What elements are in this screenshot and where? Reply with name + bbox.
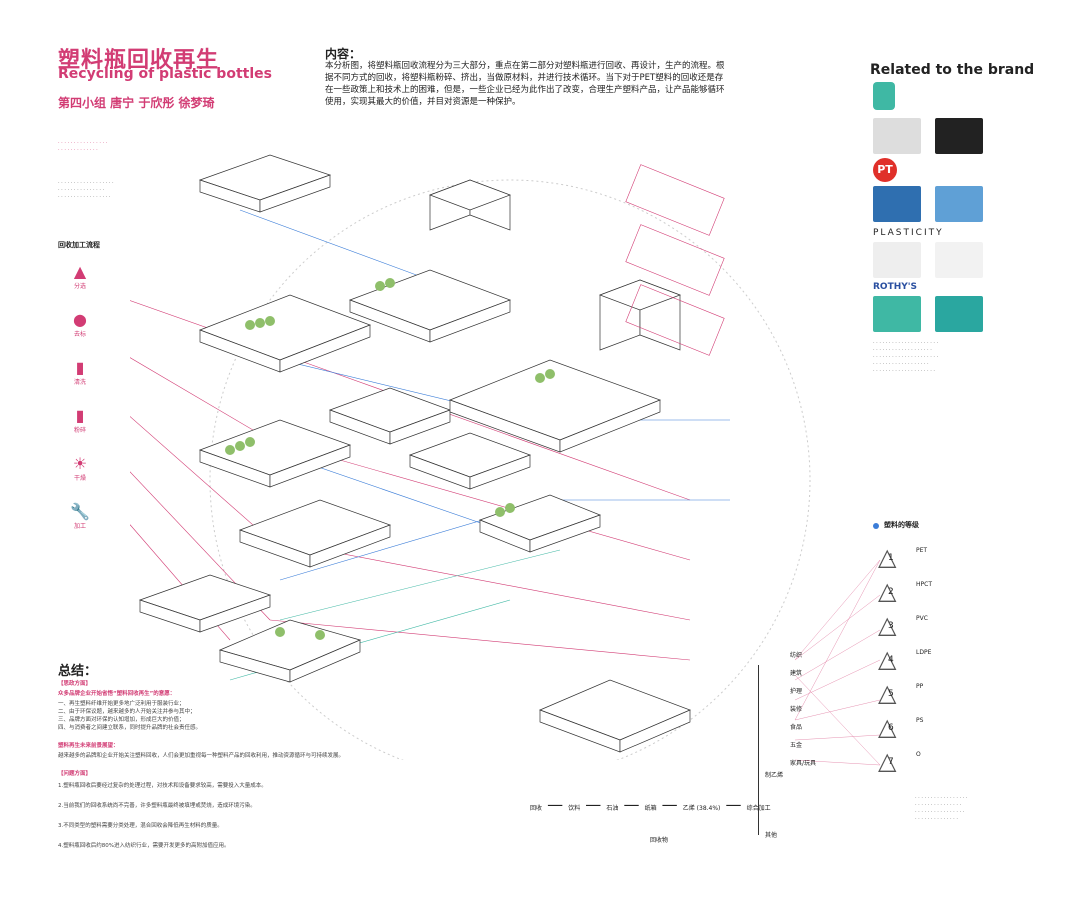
- step-crush: ▮粉碎: [60, 406, 100, 454]
- summary-list1: 一、再生塑料纤维开始更多地广泛利用于服装行业； 二、由于环保议题，越来越多的人开…: [58, 701, 202, 731]
- flow-ethylene: 制乙烯: [765, 772, 784, 779]
- summary-p2: 越来越多的品牌和企业开始关注塑料回收，人们会更加重视每一种塑料产品的回收利用，推…: [58, 753, 345, 759]
- blocks: [138, 154, 691, 753]
- content-body: 本分析图，将塑料瓶回收流程分为三大部分，重点在第二部分对塑料瓶进行回收、再设计，…: [325, 61, 725, 107]
- brand-image: [935, 296, 983, 332]
- bottle-icon: ▮: [75, 406, 85, 425]
- recycle-triangle-icon: △: [878, 645, 897, 673]
- recycle-triangle-icon: △: [878, 543, 897, 571]
- brand-image: [935, 118, 983, 154]
- process-steps: ▲分选 ●去标 ▮清洗 ▮粉碎 ☀干燥 🔧加工: [60, 262, 100, 550]
- flow-other: 其他: [765, 832, 778, 839]
- buildings: [429, 179, 681, 351]
- summary-p1: 众多品牌企业开始省悟“塑料回收再生”的意愿：: [58, 691, 176, 697]
- recycle-triangle-icon: △: [878, 747, 897, 775]
- flow-category: 五金: [790, 742, 803, 749]
- brand-image: [873, 118, 921, 154]
- summary-sub3: 【问题方面】: [58, 771, 92, 777]
- summary-sub2: 塑料再生未来前景展望：: [58, 743, 119, 749]
- flow-category: 家具/玩具: [790, 760, 817, 767]
- step-process: 🔧加工: [60, 502, 100, 550]
- step-wash: ▮清洗: [60, 358, 100, 406]
- flow-category: 纺织: [790, 652, 803, 659]
- wrench-icon: 🔧: [70, 502, 90, 521]
- process-heading: 回收加工流程: [58, 241, 100, 249]
- pt-logo: PT: [873, 158, 897, 182]
- recycle-triangle-icon: △: [878, 577, 897, 605]
- content-heading: 内容：: [325, 47, 362, 61]
- bottles-icon: ▲: [73, 262, 87, 281]
- summary-list2: 1.塑料瓶回收后要经过复杂的处理过程，对技术和设备要求较高，需要投入大量成本。 …: [58, 783, 267, 849]
- step-sort: ▲分选: [60, 262, 100, 310]
- flow-categories: 纺织 建筑 护理 装修 食品 五金 家具/玩具: [790, 650, 816, 776]
- step-label-remove: ●去标: [60, 310, 100, 358]
- summary-heading: 总结：: [58, 664, 98, 679]
- brand-notes: · · · · · · · · · · · · · · · · · · · · …: [873, 340, 939, 374]
- bottle-icon: ●: [73, 310, 87, 329]
- step-dry: ☀干燥: [60, 454, 100, 502]
- brand-image: [935, 186, 983, 222]
- recycle-triangle-icon: △: [878, 611, 897, 639]
- annotation-boxes: [625, 164, 725, 356]
- grades-notes: · · · · · · · · · · · · · · · · ·· · · ·…: [915, 795, 968, 822]
- isometric-diagram: [130, 154, 811, 760]
- brand-image: [935, 242, 983, 278]
- sun-icon: ☀: [72, 454, 88, 473]
- flow-recycle: 回收物: [650, 837, 669, 844]
- flow-bottom: 回收 — 饮料 — 石油 — 纸箱 — 乙烯 (38.4%) — 综合加工: [530, 795, 771, 814]
- summary-sub1: 【思政方面】: [58, 681, 92, 687]
- flow-bracket: [758, 665, 759, 835]
- plasticity-logo: PLASTICITY: [873, 228, 944, 238]
- grades-bullet: [873, 523, 879, 529]
- flow-category: 护理: [790, 688, 803, 695]
- page-subtitle: Recycling of plastic bottles: [58, 66, 272, 82]
- rothys-logo: ROTHY'S: [873, 282, 918, 292]
- page-title: 塑料瓶回收再生: [58, 48, 220, 73]
- grades-heading: 塑料的等级: [884, 521, 919, 529]
- brand-logo-1: [873, 82, 895, 110]
- brand-image: [873, 242, 921, 278]
- orbit-circle: [209, 179, 811, 760]
- intro-note: · · · · · · · · · · · · · · · ·· · · · ·…: [58, 140, 108, 153]
- group-members: 第四小组 唐宁 于欣彤 徐梦琦: [58, 96, 215, 110]
- brand-image: [873, 296, 921, 332]
- brand-heading: Related to the brand: [870, 62, 1035, 78]
- flow-category: 建筑: [790, 670, 803, 677]
- flow-category: 装修: [790, 706, 803, 713]
- intro-note-2: · · · · · · · · · · · · · · · · · ·· · ·…: [58, 180, 114, 200]
- brand-image: [873, 186, 921, 222]
- flow-category: 食品: [790, 724, 803, 731]
- recycle-triangle-icon: △: [878, 713, 897, 741]
- recycle-triangle-icon: △: [878, 679, 897, 707]
- trees: [225, 278, 555, 640]
- bottle-icon: ▮: [75, 358, 85, 377]
- grade-category-links: [794, 559, 881, 766]
